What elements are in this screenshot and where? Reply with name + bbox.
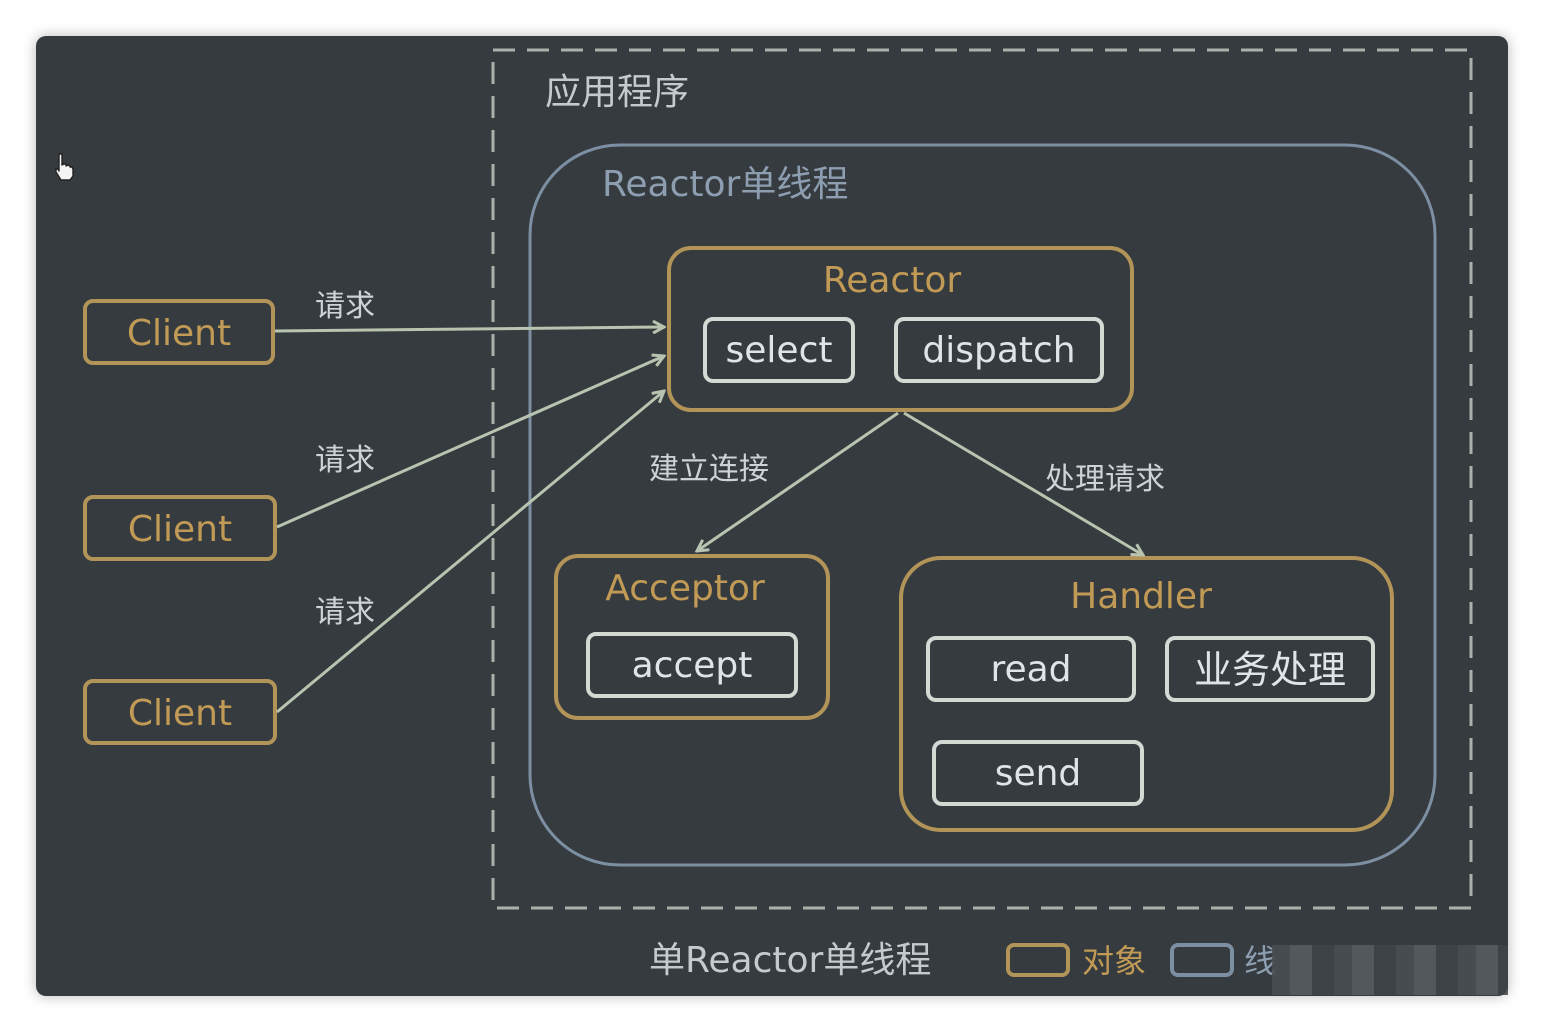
- application-label: 应用程序: [545, 72, 689, 113]
- hand-cursor-icon: [55, 153, 74, 181]
- reactor-thread-boundary: [528, 143, 1437, 867]
- send-box: [932, 740, 1144, 806]
- legend-object-swatch: [1006, 943, 1070, 977]
- acceptor-box: [554, 554, 830, 720]
- application-boundary: [491, 48, 1473, 910]
- legend-thread-swatch: [1170, 943, 1234, 977]
- handle-arrow: [903, 411, 1143, 555]
- diagram-title: 单Reactor单线程: [649, 940, 931, 981]
- client-label-1: Client: [127, 313, 231, 354]
- reactor-title: Reactor: [823, 260, 962, 301]
- reactor-thread-label: Reactor单线程: [602, 164, 848, 205]
- connect-label: 建立连接: [649, 452, 769, 487]
- business-label: 业务处理: [1194, 648, 1346, 692]
- connect-arrow: [697, 411, 899, 551]
- request-label-2: 请求: [315, 443, 375, 478]
- read-label: read: [990, 649, 1071, 690]
- reactor-box: [667, 246, 1134, 412]
- handler-box: [899, 556, 1394, 832]
- accept-label: accept: [632, 645, 753, 686]
- client-box-1: [83, 299, 275, 365]
- legend-thread-label: 线: [1244, 942, 1276, 980]
- request-arrow-1: [274, 327, 664, 331]
- handle-label: 处理请求: [1045, 462, 1165, 497]
- diagram-canvas: [36, 36, 1508, 996]
- legend-object-label: 对象: [1082, 942, 1146, 980]
- accept-box: [586, 632, 798, 698]
- read-box: [926, 636, 1136, 702]
- dispatch-box: [894, 317, 1104, 383]
- request-arrow-2: [276, 356, 664, 529]
- client-box-2: [83, 495, 277, 561]
- request-arrow-3: [276, 391, 664, 714]
- blurred-watermark: [1272, 945, 1508, 995]
- request-label-3: 请求: [315, 595, 375, 630]
- client-box-3: [83, 679, 277, 745]
- client-label-3: Client: [128, 693, 232, 734]
- handler-title: Handler: [1070, 576, 1212, 617]
- select-box: [703, 317, 855, 383]
- dispatch-label: dispatch: [922, 330, 1075, 371]
- send-label: send: [995, 753, 1082, 794]
- acceptor-title: Acceptor: [605, 568, 765, 609]
- request-label-1: 请求: [315, 289, 375, 324]
- client-label-2: Client: [128, 509, 232, 550]
- select-label: select: [726, 330, 833, 371]
- business-box: [1165, 636, 1375, 702]
